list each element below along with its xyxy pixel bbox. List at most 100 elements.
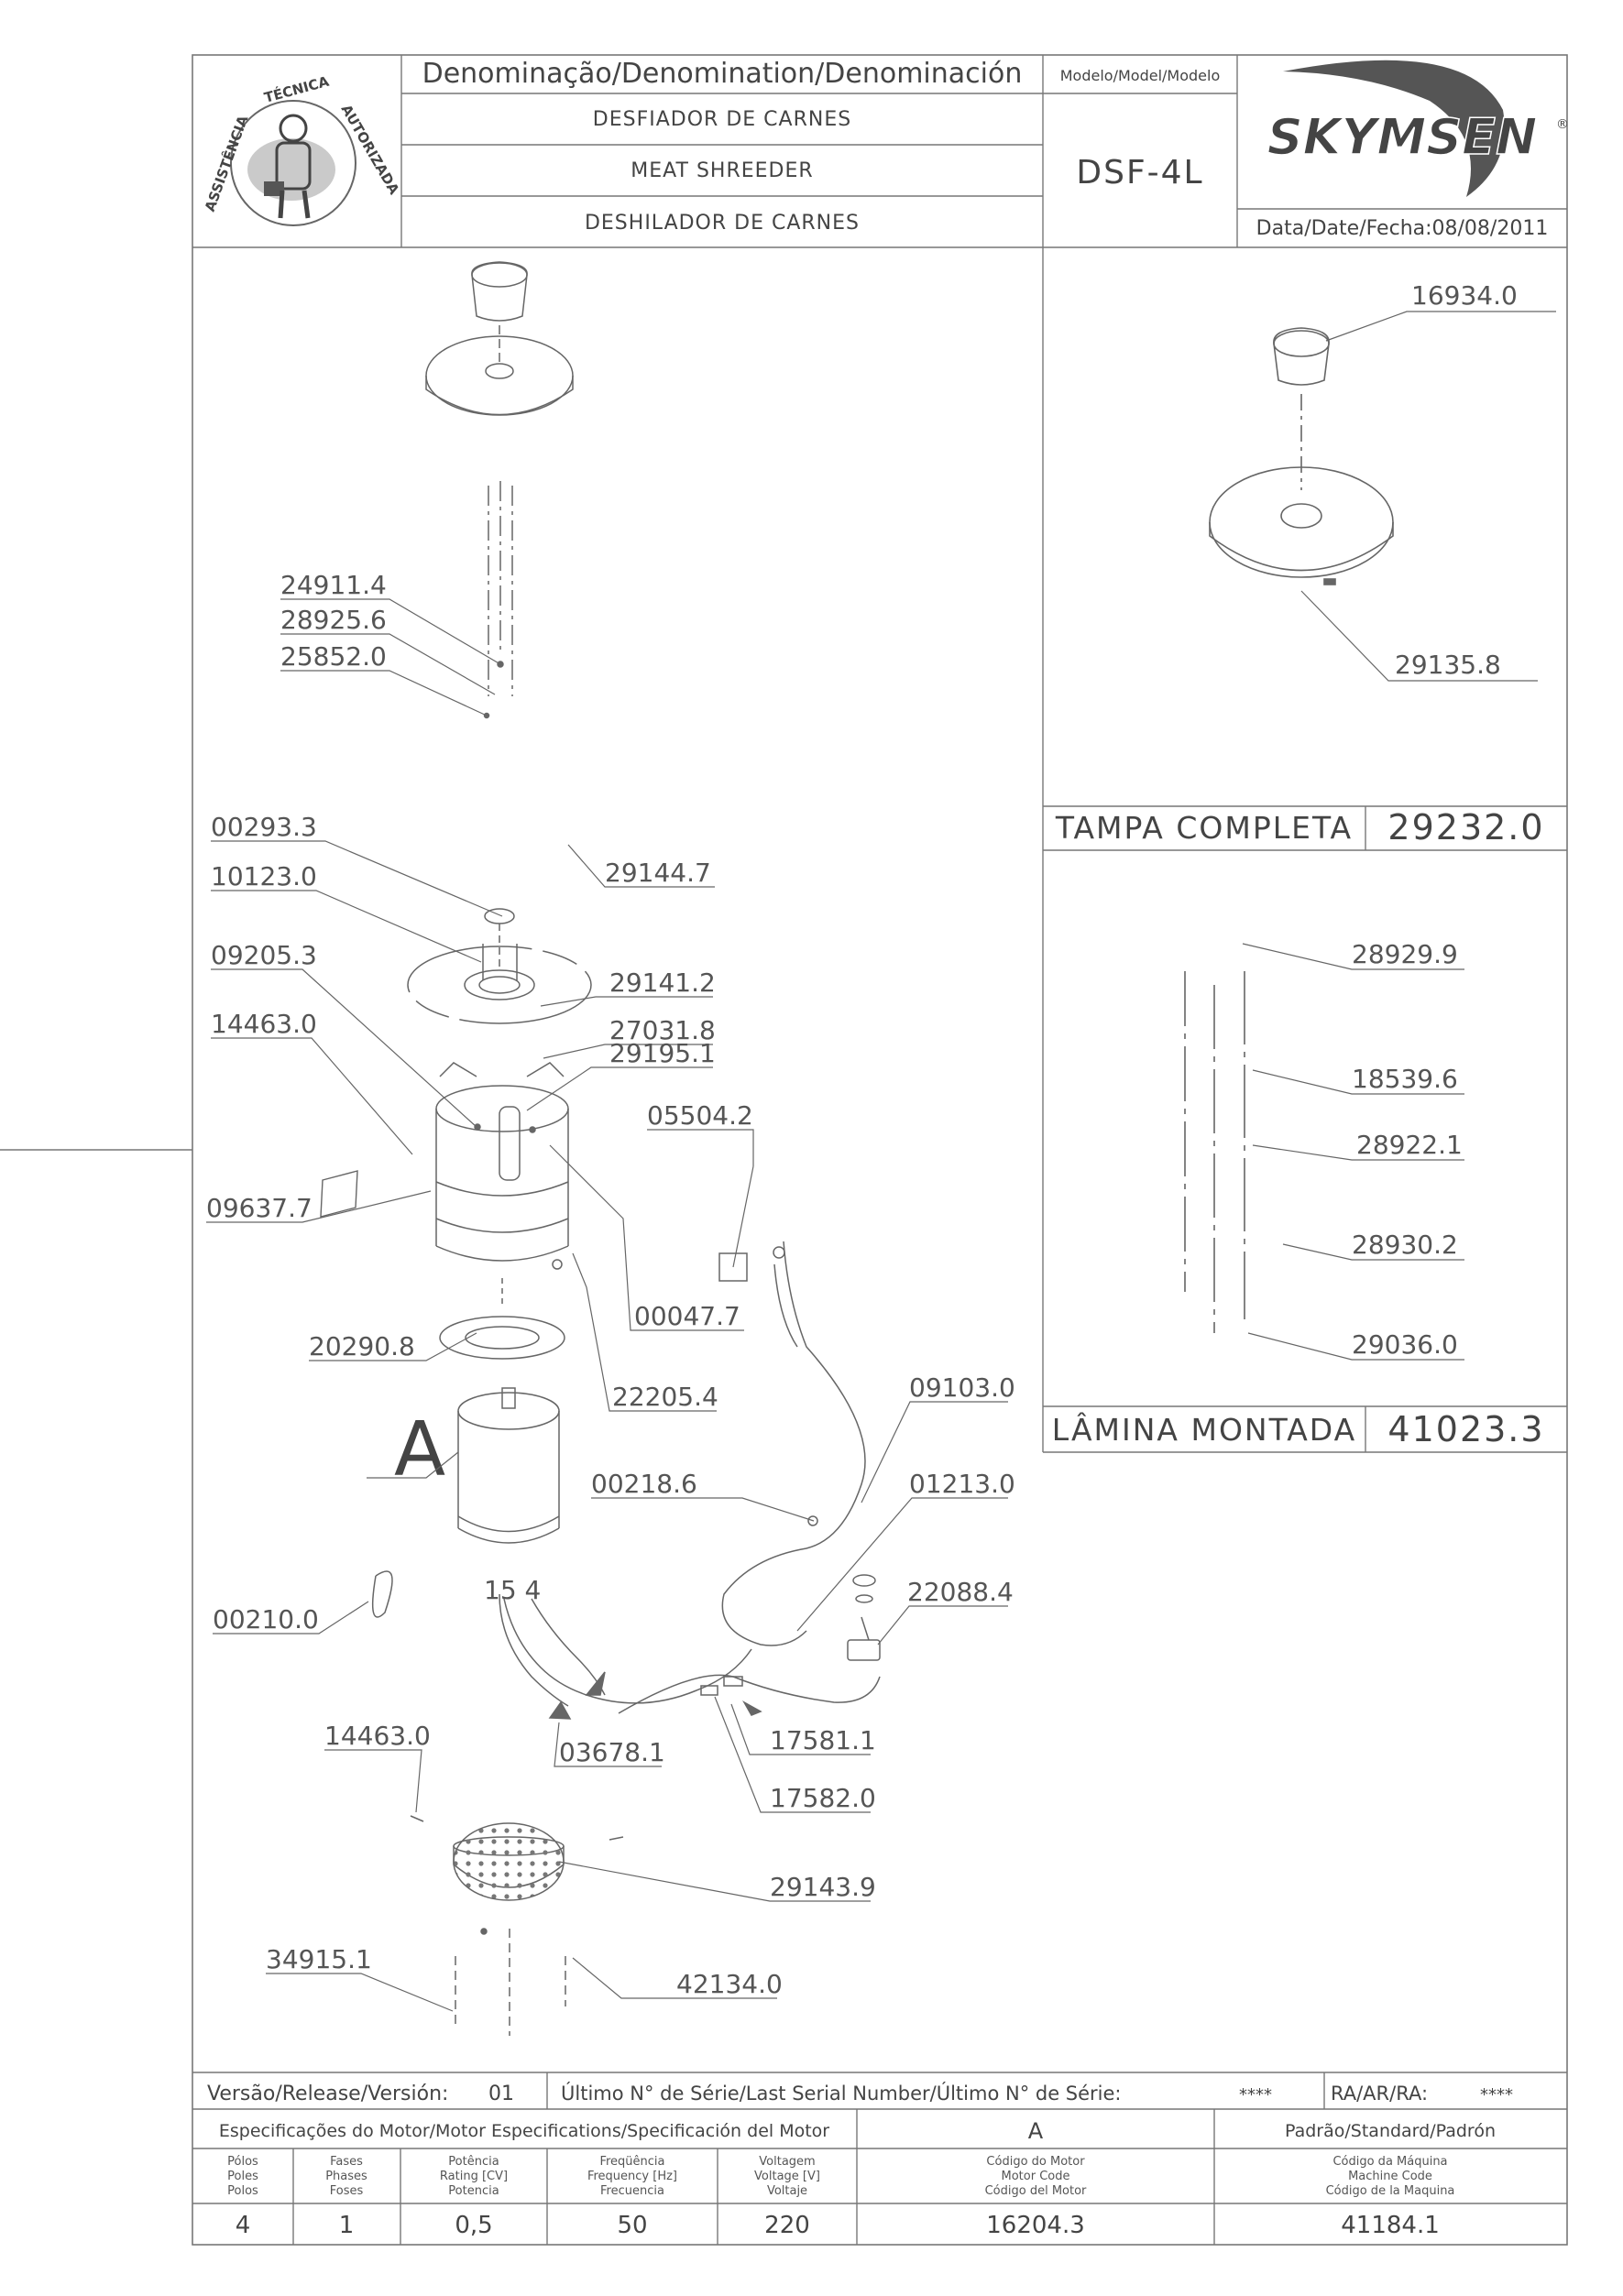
title-block	[192, 55, 1567, 248]
svg-text:Motor Code: Motor Code	[1002, 2170, 1070, 2183]
svg-text:Fases: Fases	[330, 2155, 363, 2169]
svg-text:®: ®	[1556, 117, 1569, 132]
lid-panel-callouts	[1300, 311, 1556, 682]
svg-text:Polos: Polos	[227, 2184, 258, 2198]
part-label: 00210.0	[213, 1604, 319, 1635]
part-label: 28925.6	[280, 605, 387, 635]
part-label: 00047.7	[634, 1301, 740, 1331]
machine-code-value: 41184.1	[1341, 2212, 1440, 2239]
part-label: 22205.4	[612, 1382, 718, 1412]
svg-text:Código do Motor: Código do Motor	[986, 2155, 1085, 2169]
part-label: 29135.8	[1395, 650, 1501, 680]
svg-text:Código del Motor: Código del Motor	[985, 2184, 1087, 2198]
last-serial-value: ****	[1239, 2085, 1272, 2105]
main-exploded-view: A	[371, 261, 881, 2036]
voltage-value: 220	[764, 2212, 810, 2239]
svg-text:Freqüência: Freqüência	[599, 2155, 664, 2169]
brand-logo: SKYMSEN ®	[1267, 60, 1569, 197]
motor-code-value: 16204.3	[986, 2212, 1085, 2239]
model-title: Modelo/Model/Modelo	[1060, 67, 1220, 84]
svg-text:Potencia: Potencia	[448, 2184, 499, 2198]
part-label: 22088.4	[907, 1577, 1014, 1607]
part-label: 29143.9	[770, 1872, 876, 1902]
spec-col-voltage: Voltagem Voltage [V] Voltaje 220	[754, 2155, 820, 2239]
lid-assembly-title: TAMPA COMPLETA	[1055, 810, 1353, 846]
version-label: Versão/Release/Versión:	[207, 2083, 448, 2105]
svg-text:Código de la Maquina: Código de la Maquina	[1326, 2184, 1455, 2198]
part-label: 14463.0	[211, 1009, 317, 1039]
svg-text:Voltage [V]: Voltage [V]	[754, 2170, 820, 2183]
part-label: 01213.0	[909, 1469, 1015, 1499]
part-label: 27031.8	[609, 1015, 716, 1045]
ra-value: ****	[1480, 2085, 1513, 2105]
blade-assembly-drawing	[1184, 971, 1245, 1333]
label-sticker-part	[320, 1170, 358, 1218]
drawing-date: Data/Date/Fecha:08/08/2011	[1256, 217, 1549, 240]
part-label: 29036.0	[1352, 1329, 1458, 1360]
part-label: 09103.0	[909, 1372, 1015, 1403]
svg-text:Foses: Foses	[330, 2184, 364, 2198]
product-name-en: MEAT SHREEDER	[631, 159, 813, 182]
svg-text:Voltagem: Voltagem	[759, 2155, 815, 2169]
product-name-es: DESHILADOR DE CARNES	[585, 212, 860, 235]
part-label: 09637.7	[206, 1193, 313, 1223]
ra-label: RA/AR/RA:	[1331, 2083, 1428, 2105]
svg-text:Potência: Potência	[448, 2155, 499, 2169]
spec-col-phases: Fases Phases Foses 1	[325, 2155, 367, 2239]
lid-assembly-drawing	[1209, 327, 1394, 585]
part-label: 14463.0	[324, 1721, 431, 1751]
model-number: DSF-4L	[1076, 154, 1203, 191]
spec-col-poles: Pólos Poles Polos 4	[227, 2155, 258, 2239]
product-name-pt: DESFIADOR DE CARNES	[593, 108, 851, 131]
svg-text:Voltaje: Voltaje	[767, 2184, 807, 2198]
part-label: 42134.0	[676, 1969, 783, 1999]
part-label: 24911.4	[280, 570, 387, 600]
sheet-frame	[0, 54, 1568, 2246]
part-label: 28929.9	[1352, 939, 1458, 969]
poles-value: 4	[236, 2212, 251, 2239]
spec-col-frequency: Freqüência Frequency [Hz] Frecuencia 50	[587, 2155, 677, 2239]
svg-text:Frecuencia: Frecuencia	[600, 2184, 664, 2198]
svg-text:SKYMSEN: SKYMSEN	[1267, 108, 1538, 166]
part-label: 28930.2	[1352, 1230, 1458, 1260]
svg-text:Código da Máquina: Código da Máquina	[1332, 2155, 1447, 2169]
part-label: 16934.0	[1411, 280, 1518, 311]
version-value: 01	[488, 2083, 514, 2105]
svg-text:Phases: Phases	[325, 2170, 367, 2183]
blade-assembly-code: 41023.3	[1387, 1409, 1544, 1449]
part-label: 17582.0	[770, 1783, 876, 1813]
lid-assembly-code: 29232.0	[1387, 807, 1544, 847]
part-label: 03678.1	[559, 1737, 665, 1767]
part-label: 20290.8	[309, 1331, 415, 1361]
svg-text:Frequency [Hz]: Frequency [Hz]	[587, 2170, 677, 2183]
frequency-value: 50	[617, 2212, 647, 2239]
last-serial-label: Último N° de Série/Last Serial Number/Úl…	[561, 2082, 1122, 2105]
part-label: 28922.1	[1356, 1130, 1463, 1160]
spec-col-machine-code: Código da Máquina Machine Code Código de…	[1326, 2155, 1455, 2239]
authorized-service-seal: ASSISTÊNCIA TÉCNICA AUTORIZADA	[201, 72, 403, 226]
main-part-labels: 24911.4 28925.6 25852.0 00293.3 10123.0 …	[206, 570, 1015, 1999]
part-label: 17581.1	[770, 1725, 876, 1755]
part-label: 29195.1	[609, 1038, 716, 1068]
part-label: 00218.6	[591, 1469, 697, 1499]
standard-label: Padrão/Standard/Padrón	[1285, 2121, 1496, 2141]
svg-text:Poles: Poles	[227, 2170, 258, 2183]
part-label: 10123.0	[211, 861, 317, 891]
part-label: 29141.2	[609, 968, 716, 998]
svg-text:A: A	[394, 1406, 445, 1493]
part-label: 00293.3	[211, 812, 317, 842]
svg-text:ASSISTÊNCIA: ASSISTÊNCIA	[201, 113, 252, 213]
right-panel-borders	[1042, 247, 1567, 1453]
svg-text:AUTORIZADA: AUTORIZADA	[338, 102, 403, 198]
part-label: 29144.7	[605, 858, 711, 888]
svg-text:Pólos: Pólos	[227, 2155, 258, 2169]
wire-numbers: 15 4	[484, 1575, 541, 1605]
part-label: 18539.6	[1352, 1064, 1458, 1094]
phases-value: 1	[339, 2212, 355, 2239]
spec-col-rating: Potência Rating [CV] Potencia 0,5	[440, 2155, 508, 2239]
part-label: 09205.3	[211, 940, 317, 970]
motor-spec-title: Especificações do Motor/Motor Especifica…	[219, 2121, 829, 2141]
svg-text:Rating [CV]: Rating [CV]	[440, 2170, 508, 2183]
motor-spec-letter: A	[1028, 2118, 1044, 2144]
